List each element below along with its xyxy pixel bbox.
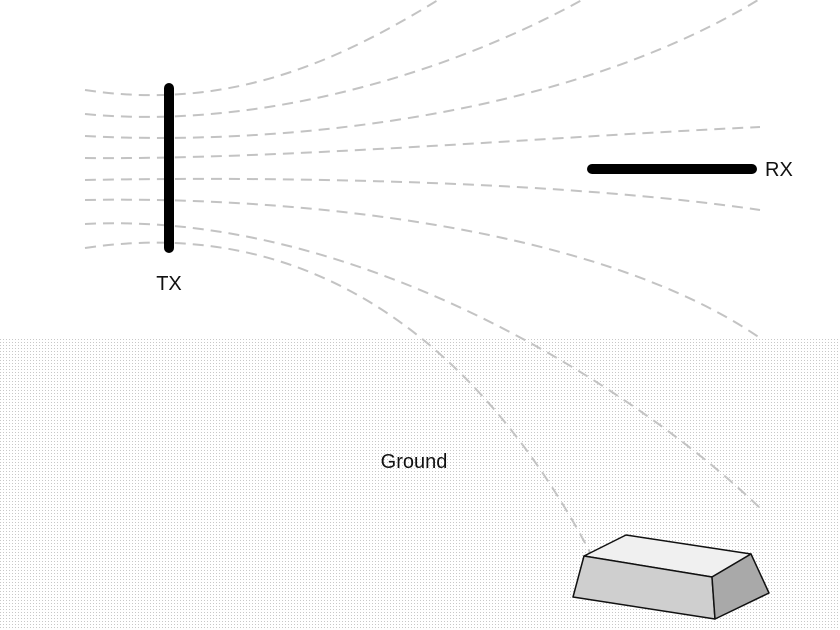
field-line bbox=[84, 126, 761, 160]
field-line bbox=[84, 177, 761, 211]
field-lines bbox=[84, 0, 761, 557]
buried-object-side bbox=[711, 553, 770, 620]
field-line bbox=[84, 0, 439, 97]
field-line bbox=[84, 0, 583, 118]
field-line bbox=[84, 0, 759, 139]
transmitter-label: TX bbox=[156, 273, 182, 295]
field-line bbox=[84, 222, 761, 509]
buried-object bbox=[572, 534, 770, 620]
receiver-label: RX bbox=[765, 159, 793, 181]
ground-label: Ground bbox=[381, 451, 448, 473]
field-line bbox=[84, 198, 761, 339]
field-line bbox=[84, 241, 593, 557]
